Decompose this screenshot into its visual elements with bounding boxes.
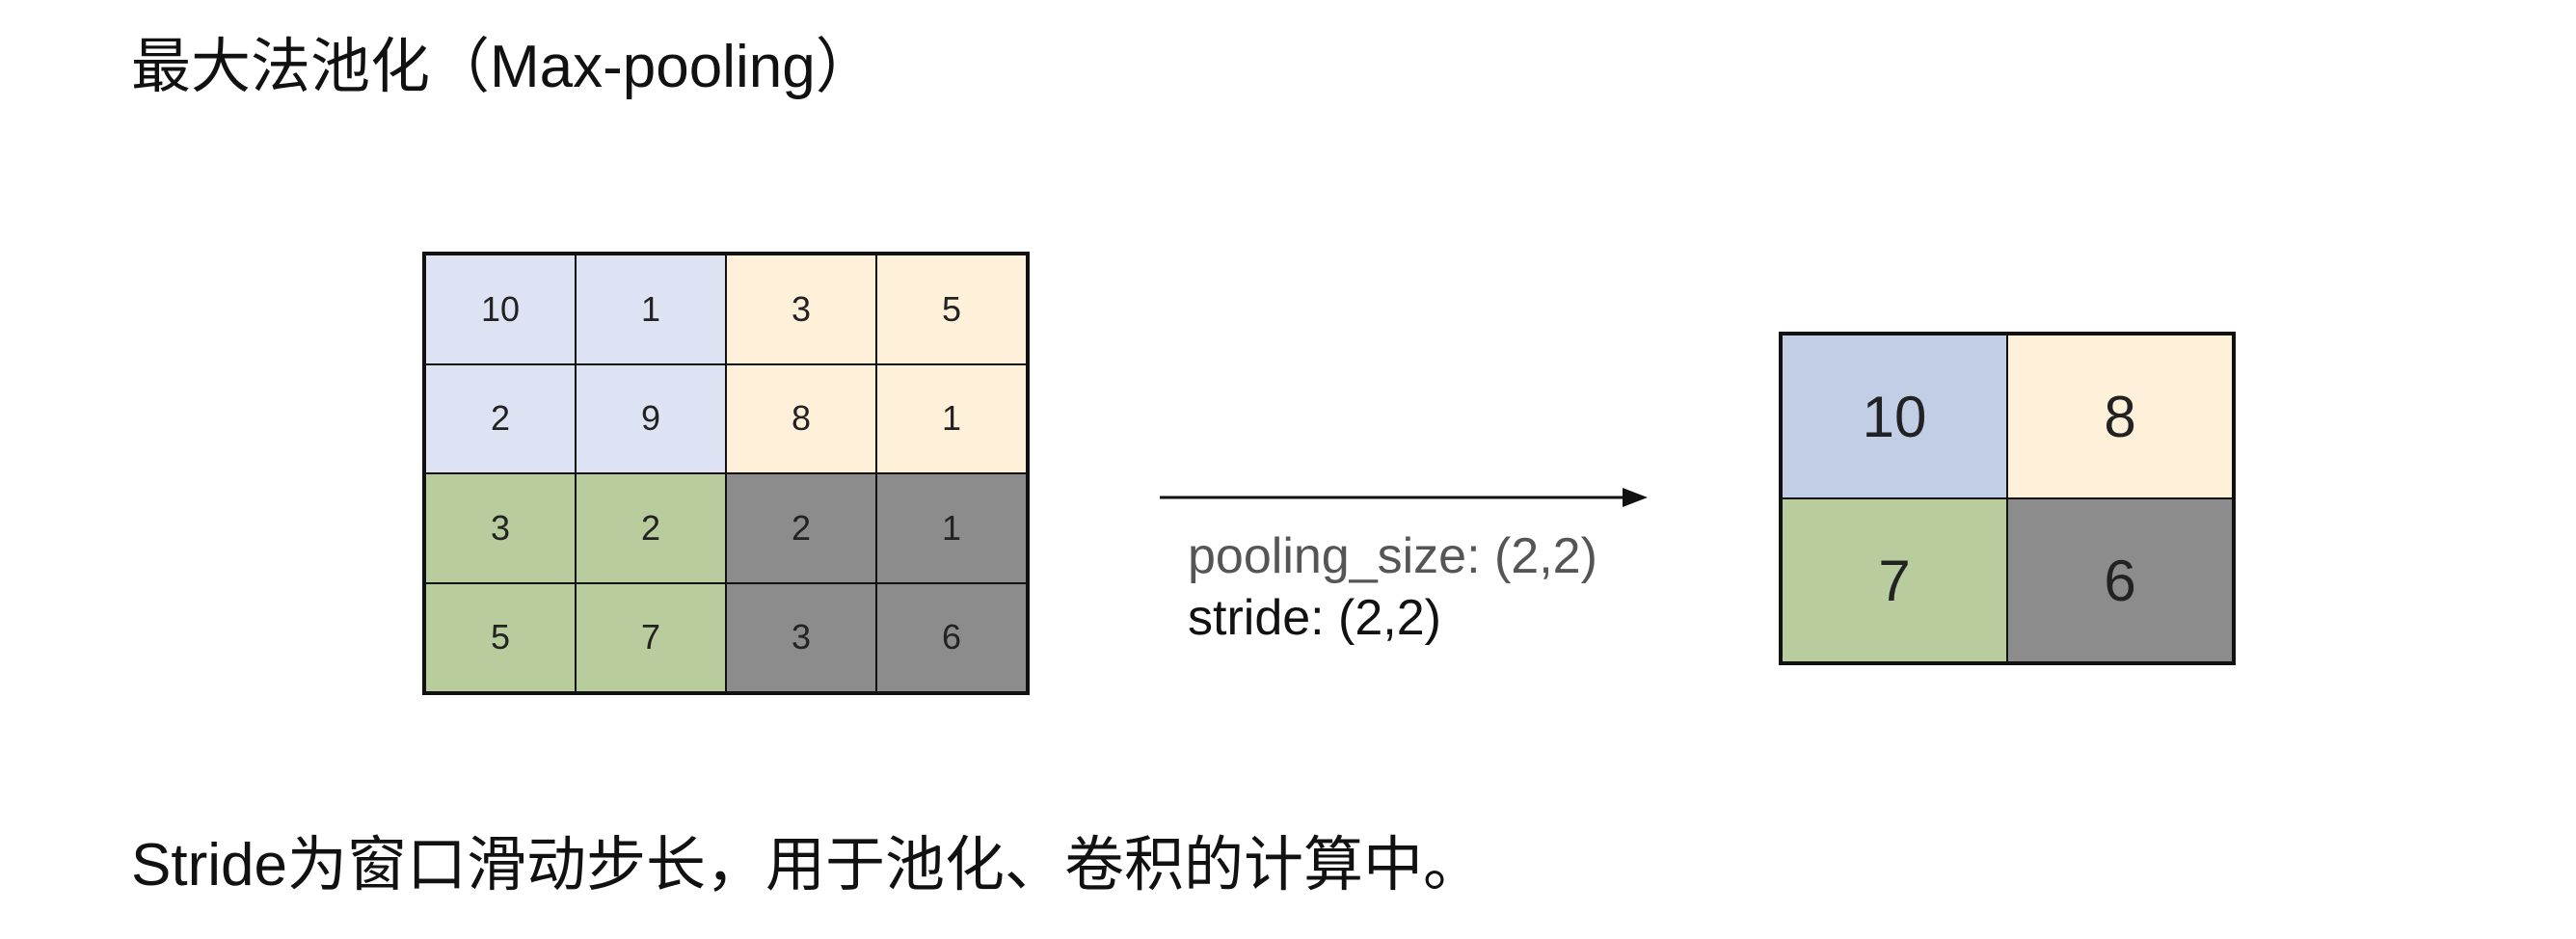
input-cell: 1: [876, 363, 1027, 473]
input-cell: 3: [425, 473, 576, 583]
output-cell: 6: [2007, 498, 2233, 662]
input-cell: 2: [425, 363, 576, 473]
input-cell: 3: [726, 255, 876, 364]
input-cell: 10: [425, 255, 576, 364]
arrow-right-icon: [1160, 488, 1648, 507]
input-cell: 1: [576, 255, 726, 364]
output-cell: 7: [1782, 498, 2007, 662]
pooling-size-label: pooling_size: (2,2): [1188, 528, 1597, 584]
input-cell: 2: [726, 473, 876, 583]
input-cell: 6: [876, 582, 1027, 692]
input-cell: 8: [726, 363, 876, 473]
input-cell: 3: [726, 582, 876, 692]
slide-title: 最大法池化（Max-pooling）: [131, 34, 875, 100]
input-cell: 5: [876, 255, 1027, 364]
stride-label: stride: (2,2): [1188, 590, 1441, 646]
input-cell: 2: [576, 473, 726, 583]
input-cell: 7: [576, 582, 726, 692]
input-cell: 5: [425, 582, 576, 692]
output-cell: 8: [2007, 335, 2233, 498]
output-cell: 10: [1782, 335, 2007, 498]
stride-explanation: Stride为窗口滑动步长，用于池化、卷积的计算中。: [131, 832, 1483, 899]
input-cell: 9: [576, 363, 726, 473]
pooling-parameters: pooling_size: (2,2) stride: (2,2): [1188, 525, 1597, 649]
input-cell: 1: [876, 473, 1027, 583]
